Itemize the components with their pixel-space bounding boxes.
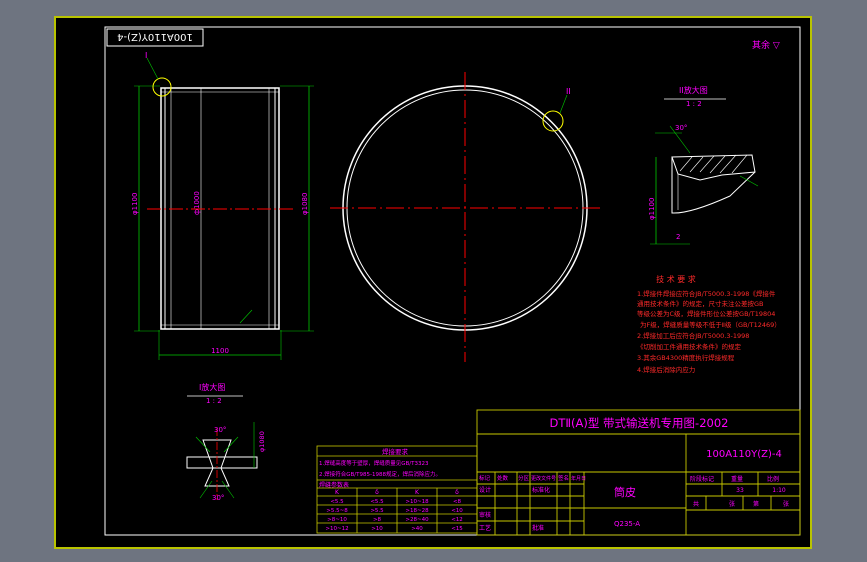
weld-line-1: 1.焊缝高度等于壁厚，焊缝质量见GB/T3323	[319, 459, 429, 467]
weight-label: 重量	[731, 475, 743, 483]
weld-cell: >8~10	[327, 517, 347, 523]
weld-col-header: K	[415, 489, 420, 496]
dim-length: 1100	[211, 347, 229, 355]
detail-II-title: II放大图	[679, 85, 708, 95]
rev-header: 标记	[479, 474, 491, 482]
series-title: DTⅡ(A)型 带式输送机专用图-2002	[550, 416, 729, 430]
inner-border	[104, 26, 801, 536]
detail-I-marker	[152, 77, 172, 97]
detail-I-angle-bottom: 30°	[212, 494, 224, 502]
weld-cell: >18~28	[405, 508, 429, 514]
rev-header: 分区	[518, 474, 530, 482]
weld-cell: >10	[371, 526, 383, 532]
role-label: 工艺	[479, 524, 491, 532]
role-labels: 设计 审核 工艺 标准化 批准	[479, 486, 550, 532]
part-name: 筒皮	[614, 485, 636, 499]
detail-II-view	[650, 98, 759, 245]
weld-cell: <8	[453, 499, 462, 505]
note-line: 等级公差为C级，焊接件形位公差按GB/T19804	[637, 309, 775, 318]
sheet-label: 张	[729, 500, 735, 508]
header-drawing-code: 100A110Y(Z)-4	[117, 31, 193, 42]
dim-vertical-1: φ1100	[131, 193, 139, 215]
weld-sub-heading: 焊缝参数表	[319, 481, 349, 489]
weld-cell: >28~40	[405, 517, 429, 523]
sheet-label: 张	[783, 500, 789, 508]
note-line: 《切削加工件通用技术条件》的规定	[637, 342, 742, 351]
weld-table-body: <5.5 <5.5 >10~18 <8 >5.5~8 >5.5 >18~28 <…	[325, 499, 463, 532]
weld-col-header: δ	[375, 489, 379, 496]
notes-heading: 技 术 要 求	[656, 274, 696, 284]
rev-header: 签名	[558, 474, 569, 482]
role-label-right: 批准	[532, 524, 544, 532]
weld-cell: <5.5	[330, 499, 344, 505]
note-line: 3.其余GB4300精度执行焊接规程	[637, 353, 735, 362]
detail-II-dim: φ1100	[648, 198, 656, 220]
weld-table-title: 焊接要求	[382, 447, 409, 456]
rev-header: 更改文件号	[531, 475, 556, 482]
sheet-label: 第	[753, 500, 759, 508]
weld-cell: >10~18	[405, 499, 429, 505]
note-line: 4.焊接后消除内应力	[637, 365, 695, 374]
detail-II-angle: 30°	[675, 124, 687, 132]
sheet-background	[54, 16, 812, 549]
weld-line-2: 2.焊接符合GB/T985-1988规定，焊后消除应力。	[319, 470, 441, 478]
detail-II-label: II	[566, 87, 571, 96]
weld-cell: >40	[411, 526, 423, 532]
weight-value: 33	[736, 487, 744, 494]
dim-inner: ф1000	[193, 191, 201, 215]
role-label: 设计	[479, 486, 491, 494]
detail-I-view	[186, 395, 258, 500]
weld-cell: <12	[451, 517, 463, 523]
shell-section-view	[134, 57, 314, 360]
weld-cell: >5.5~8	[326, 508, 348, 514]
rev-header: 处数	[497, 474, 509, 482]
detail-I-scale: 1 : 2	[206, 397, 222, 405]
remaining-roughness: 其余 ▽	[752, 39, 780, 51]
weld-cell: >5.5	[370, 508, 384, 514]
weld-col-header: δ	[455, 489, 459, 496]
drawing-code: 100A110Y(Z)-4	[706, 449, 782, 460]
weld-table-header: K δ K δ	[335, 489, 459, 496]
sheet-count: 共 张 第 张	[693, 500, 789, 508]
note-line: 2.焊接加工后应符合JB/T5000.3-1998	[637, 331, 749, 340]
detail-I-title: I放大图	[199, 382, 225, 392]
detail-II-scale: 1 : 2	[686, 100, 702, 108]
shell-end-view	[330, 72, 600, 362]
weld-cell: >10~12	[325, 526, 348, 532]
rev-header: 年月日	[571, 475, 586, 482]
detail-I-dim: φ1080	[258, 431, 266, 452]
detail-II-gap: 2	[676, 233, 680, 241]
detail-I-label: I	[145, 51, 147, 60]
role-label: 审核	[479, 511, 491, 519]
stage-label: 阶段标记	[690, 475, 714, 483]
sheet-label: 共	[693, 500, 699, 508]
note-line: 1.焊接件焊接应符合JB/T5000.3-1998《焊接件	[637, 289, 776, 298]
dim-vertical-2: φ1080	[301, 193, 309, 215]
weld-cell: >8	[373, 517, 382, 523]
note-line: 通用技术条件》的规定，尺寸未注公差按GB	[637, 299, 764, 308]
notes-list: 1.焊接件焊接应符合JB/T5000.3-1998《焊接件 通用技术条件》的规定…	[637, 289, 781, 374]
role-label-right: 标准化	[532, 486, 550, 494]
detail-II-marker	[542, 110, 564, 132]
weld-cell: <5.5	[370, 499, 384, 505]
weld-cell: <15	[451, 526, 463, 532]
weld-cell: <10	[451, 508, 463, 514]
note-line: 为F级，焊缝质量等级不低于Ⅱ级（GB/T12469）	[640, 320, 781, 329]
scale-label: 比例	[767, 475, 779, 483]
code-box	[106, 28, 204, 47]
material: Q235-A	[614, 520, 640, 528]
revision-headers: 标记 处数 分区 更改文件号 签名 年月日	[479, 474, 586, 482]
weld-col-header: K	[335, 489, 340, 496]
scale-value: 1:10	[772, 487, 786, 494]
title-block	[476, 409, 801, 536]
detail-I-angle-top: 30°	[214, 426, 226, 434]
